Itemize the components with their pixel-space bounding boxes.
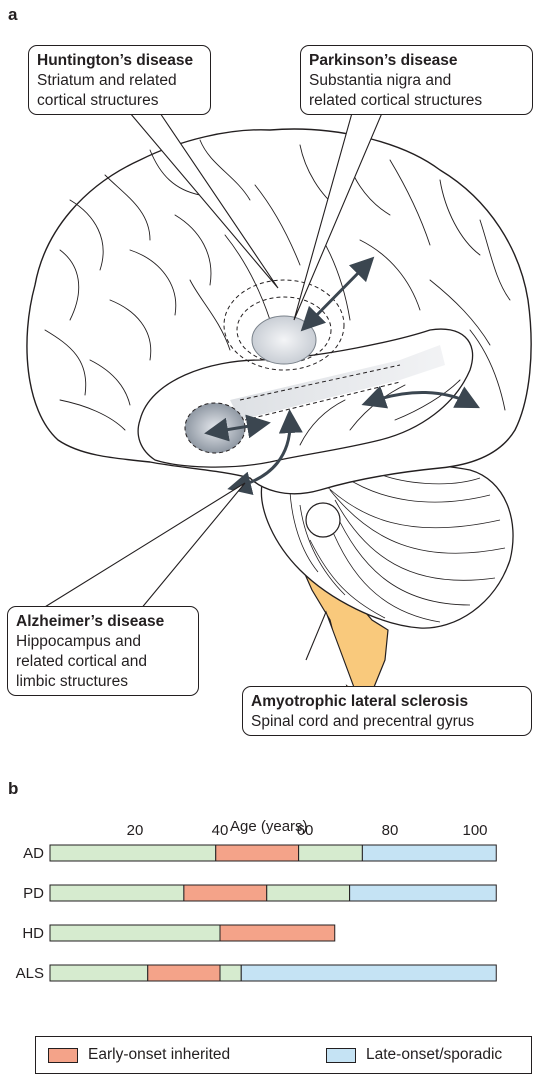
x-tick-label: 100 xyxy=(462,822,487,839)
callout-parkinsons: Parkinson’s disease Substantia nigra and… xyxy=(300,45,533,115)
bar-segment-normal xyxy=(220,965,241,981)
callout-line: Spinal cord and precentral gyrus xyxy=(251,712,524,732)
legend-label-early: Early-onset inherited xyxy=(88,1046,230,1064)
category-label: ALS xyxy=(16,965,44,982)
legend-item-early: Early-onset inherited xyxy=(48,1046,230,1064)
bar-segment-normal xyxy=(50,885,184,901)
legend-label-late: Late-onset/sporadic xyxy=(366,1046,502,1064)
bar-segment-late xyxy=(241,965,496,981)
legend-swatch-early xyxy=(48,1048,78,1063)
callout-title: Amyotrophic lateral sclerosis xyxy=(251,692,524,712)
pointer-ad xyxy=(40,483,245,610)
bar-segment-late xyxy=(350,885,497,901)
callout-alzheimers: Alzheimer’s disease Hippocampus and rela… xyxy=(7,606,199,696)
callout-line: Striatum and related xyxy=(37,71,203,91)
legend-swatch-late xyxy=(326,1048,356,1063)
panel-b-label: b xyxy=(8,779,18,799)
callout-huntingtons: Huntington’s disease Striatum and relate… xyxy=(28,45,211,115)
bar-segment-late xyxy=(362,845,496,861)
bar-segment-normal xyxy=(50,925,220,941)
bar-segment-early xyxy=(184,885,267,901)
bar-segment-early xyxy=(220,925,335,941)
callout-line: limbic structures xyxy=(16,672,191,692)
callout-line: related cortical and xyxy=(16,652,191,672)
callout-title: Alzheimer’s disease xyxy=(16,612,191,632)
category-label: AD xyxy=(23,845,44,862)
bar-segment-normal xyxy=(267,885,350,901)
x-tick-label: 80 xyxy=(382,822,399,839)
x-tick-label: 40 xyxy=(212,822,229,839)
callout-als: Amyotrophic lateral sclerosis Spinal cor… xyxy=(242,686,532,736)
callout-line: Substantia nigra and xyxy=(309,71,525,91)
legend: Early-onset inherited Late-onset/sporadi… xyxy=(35,1036,532,1074)
bar-segment-normal xyxy=(50,965,148,981)
callout-line: cortical structures xyxy=(37,91,203,111)
bar-segment-normal xyxy=(299,845,363,861)
x-tick-label: 20 xyxy=(127,822,144,839)
legend-item-late: Late-onset/sporadic xyxy=(326,1046,502,1064)
striatum-region xyxy=(252,316,316,364)
category-label: HD xyxy=(22,925,44,942)
callout-line: related cortical structures xyxy=(309,91,525,111)
bar-segment-early xyxy=(148,965,220,981)
category-label: PD xyxy=(23,885,44,902)
x-tick-label: 60 xyxy=(297,822,314,839)
bar-segment-normal xyxy=(50,845,216,861)
callout-title: Parkinson’s disease xyxy=(309,51,525,71)
callout-title: Huntington’s disease xyxy=(37,51,203,71)
brainstem-section xyxy=(306,503,340,537)
callout-line: Hippocampus and xyxy=(16,632,191,652)
bar-segment-early xyxy=(216,845,299,861)
